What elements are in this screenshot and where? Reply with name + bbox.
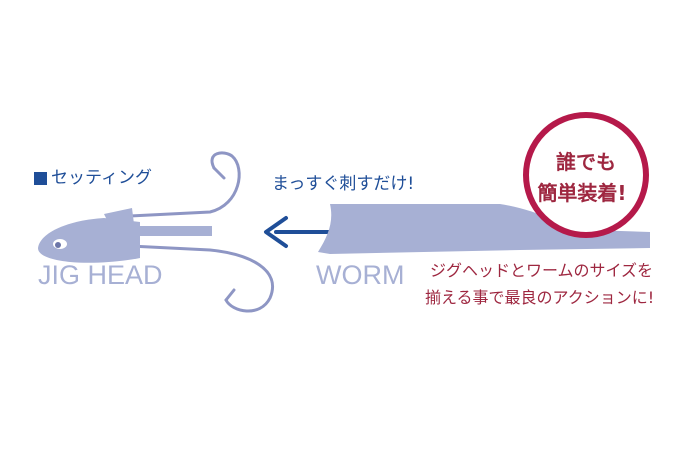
setting-heading: セッティング xyxy=(34,170,152,187)
upper-hook-barb xyxy=(212,166,226,180)
setting-heading-text: セッティング xyxy=(51,168,152,188)
jig-pupil xyxy=(55,242,61,248)
badge-line-1: 誰でも xyxy=(556,150,616,174)
description-line-2: 揃える事で最良のアクションに! xyxy=(425,288,655,307)
arrow-caption: まっすぐ刺すだけ! xyxy=(272,174,415,194)
worm-illustration xyxy=(318,204,650,254)
badge-line-2: 簡単装着! xyxy=(537,181,627,205)
lower-hook xyxy=(128,244,274,313)
jig-shank xyxy=(122,226,212,236)
upper-hook xyxy=(128,151,241,218)
square-bullet-icon xyxy=(34,172,47,185)
arrow-left-icon xyxy=(264,216,288,248)
jig-head-body xyxy=(38,218,140,263)
lower-hook-barb xyxy=(224,288,236,302)
jig-head-label: JIG HEAD xyxy=(38,260,163,290)
jig-head-illustration xyxy=(38,151,274,313)
description-line-1: ジグヘッドとワームのサイズを xyxy=(430,261,654,280)
worm-label: WORM xyxy=(316,260,405,290)
badge-ring xyxy=(523,112,649,238)
